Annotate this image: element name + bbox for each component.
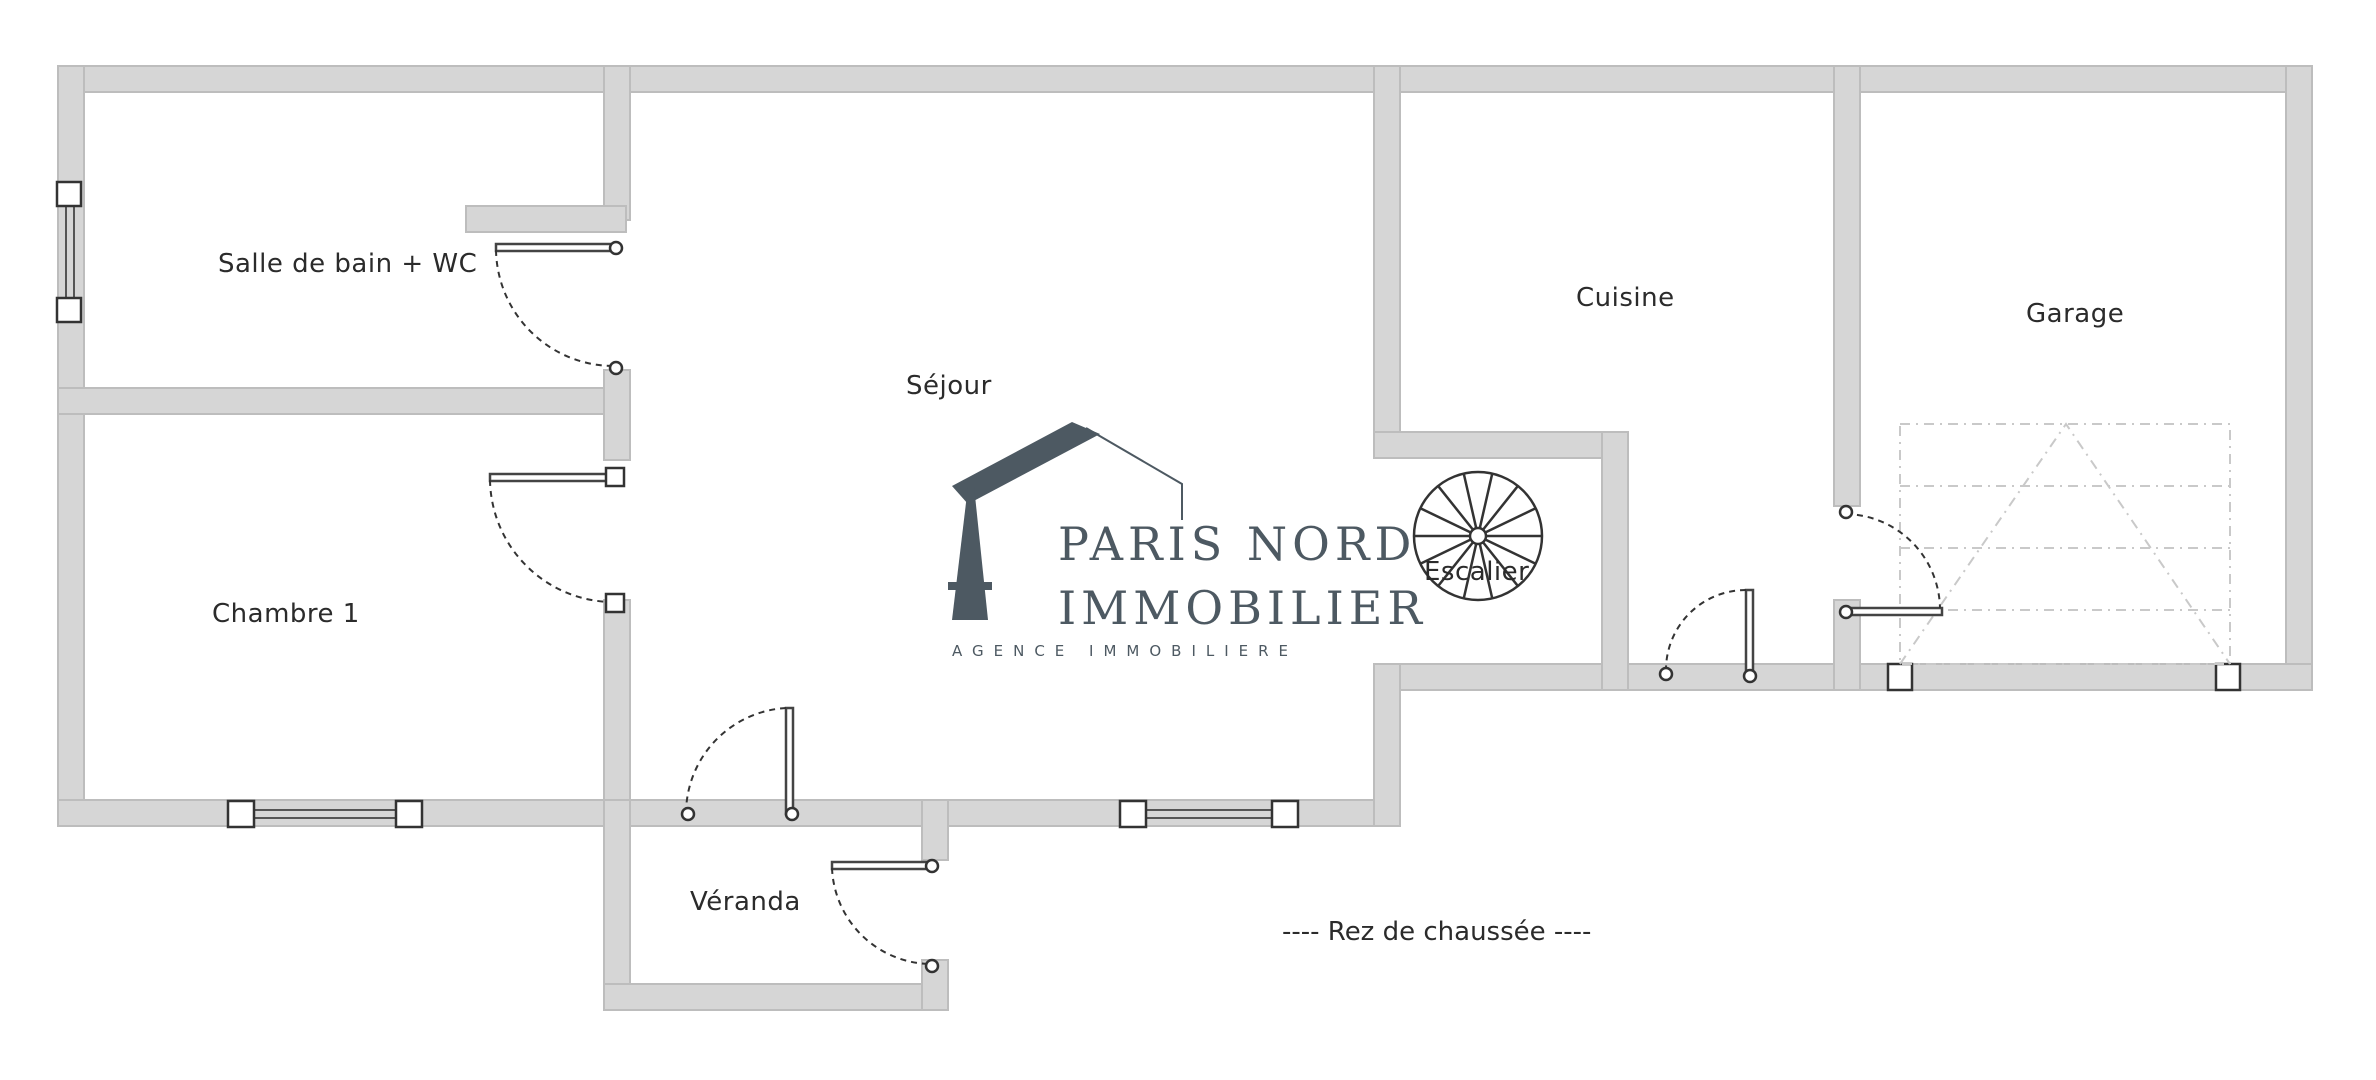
wall-kitchen-garage bbox=[1833, 65, 1861, 507]
wall-sejour-right-lower bbox=[1373, 663, 1401, 827]
stair-tread bbox=[1478, 543, 1494, 599]
wall-bath-bedroom bbox=[57, 387, 619, 415]
wall-left-sejour-top bbox=[603, 65, 631, 221]
room-label-bathroom: Salle de bain + WC bbox=[218, 249, 477, 279]
room-labels: Salle de bain + WC Chambre 1 Séjour Cuis… bbox=[212, 249, 2124, 947]
wall-stair-top bbox=[1373, 431, 1627, 459]
room-label-garage: Garage bbox=[2026, 299, 2124, 329]
window-bedroom-bottom bbox=[226, 799, 424, 829]
room-label-bedroom: Chambre 1 bbox=[212, 599, 360, 629]
door-bathroom bbox=[494, 240, 624, 376]
stair-tread bbox=[1484, 538, 1537, 565]
door-kitchen bbox=[1658, 588, 1758, 684]
room-label-kitchen: Cuisine bbox=[1576, 283, 1675, 313]
window-sejour-bottom bbox=[1118, 799, 1300, 829]
stair-tread bbox=[1482, 541, 1519, 587]
stair-tread bbox=[1419, 538, 1472, 565]
garage-door-pattern bbox=[1899, 422, 2231, 665]
room-label-veranda: Véranda bbox=[690, 887, 801, 917]
stair-tread bbox=[1437, 541, 1474, 587]
stair-tread bbox=[1437, 485, 1474, 531]
wall-left-sejour-mid bbox=[603, 369, 631, 461]
door-veranda bbox=[830, 858, 940, 974]
door-entrance bbox=[680, 706, 800, 822]
wall-left-sejour-low bbox=[603, 599, 631, 827]
door-bedroom bbox=[488, 466, 626, 614]
windows bbox=[55, 180, 2242, 829]
stair-tread bbox=[1462, 543, 1478, 599]
stair-tread bbox=[1484, 507, 1537, 534]
logo-line-2: IMMOBILIER bbox=[1058, 581, 1427, 635]
wall-veranda-bottom bbox=[603, 983, 949, 1011]
doors bbox=[488, 240, 1944, 974]
stair-tread bbox=[1462, 473, 1478, 529]
wall-left bbox=[57, 65, 85, 827]
room-label-stairs: Escalier bbox=[1424, 557, 1529, 587]
stair-tread bbox=[1419, 507, 1472, 534]
wall-bath-stub bbox=[465, 205, 627, 233]
wall-stair-right bbox=[1601, 431, 1629, 691]
stair-tread bbox=[1478, 473, 1494, 529]
level-caption: ---- Rez de chaussée ---- bbox=[1282, 917, 1591, 947]
door-garage bbox=[1838, 504, 1944, 620]
wall-right bbox=[2285, 65, 2313, 691]
wall-top bbox=[57, 65, 2313, 93]
agency-logo: PARIS NORD IMMOBILIER AGENCE IMMOBILIERE bbox=[948, 422, 1427, 660]
wall-veranda-left bbox=[603, 799, 631, 1011]
logo-line-1: PARIS NORD bbox=[1058, 517, 1416, 571]
wall-bottom-left bbox=[57, 799, 1399, 827]
walls bbox=[57, 65, 2313, 1011]
eiffel-tower-icon bbox=[948, 486, 992, 620]
wall-veranda-right-top bbox=[921, 799, 949, 861]
logo-roof-icon bbox=[952, 422, 1100, 504]
logo-tagline: AGENCE IMMOBILIERE bbox=[952, 642, 1298, 660]
stair-tread bbox=[1482, 485, 1519, 531]
window-bath-left bbox=[55, 180, 83, 324]
room-label-sejour: Séjour bbox=[906, 371, 992, 401]
spiral-staircase bbox=[1412, 470, 1544, 602]
wall-sejour-kitchen bbox=[1373, 65, 1401, 457]
